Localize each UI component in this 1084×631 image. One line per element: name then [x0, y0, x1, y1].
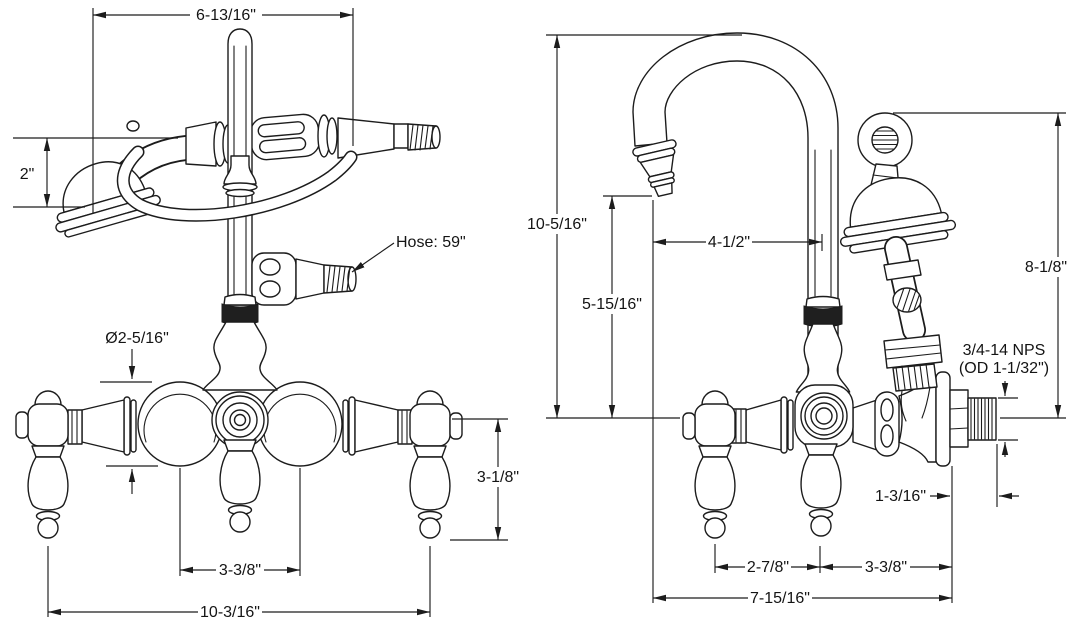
- dim-handle-drop: 3-1/8": [477, 469, 519, 486]
- diverter-handle-front: [219, 439, 261, 533]
- hose-outlet-front: [251, 252, 357, 306]
- hot-handle-front: [27, 445, 69, 539]
- dim-thread-spec: 3/4-14 NPS: [963, 342, 1046, 359]
- diverter-button: [126, 120, 140, 132]
- dim-sprayer-head-height: 2": [20, 166, 35, 183]
- front-view-dimensions: 6-13/16" 2" Hose: 59" Ø2-5/16" 3-1/8" 3-…: [13, 5, 522, 622]
- handle-side: [694, 445, 736, 539]
- dim-overall-depth: 7-15/16": [750, 590, 810, 607]
- dim-handle-to-wall: 3-3/8": [865, 559, 907, 576]
- dim-thread-od: (OD 1-1/32"): [959, 360, 1049, 377]
- dim-body-diameter: Ø2-5/16": [105, 330, 169, 347]
- riser-pipe-front: [222, 28, 258, 306]
- cold-handle-front: [409, 445, 451, 539]
- dim-handle-spacing: 2-7/8": [747, 559, 789, 576]
- dim-spout-clearance: 5-15/16": [582, 296, 642, 313]
- wall-flange: [935, 371, 951, 467]
- valve-boss-side: [794, 384, 854, 448]
- dim-sprayer-height: 8-1/8": [1025, 259, 1067, 276]
- dim-nipple-length: 1-3/16": [875, 488, 926, 505]
- side-view-artwork: [632, 32, 997, 539]
- dim-hose-length: Hose: 59": [396, 234, 466, 251]
- faucet-body-front: [15, 321, 463, 467]
- hose-coupling-nut: [883, 334, 943, 369]
- front-view-artwork: [15, 28, 463, 539]
- diverter-handle-side: [800, 443, 842, 537]
- sprayer-cradle: [116, 145, 358, 222]
- wall-union-side: [852, 371, 997, 467]
- handle-port-side: [682, 390, 794, 454]
- dim-union-spacing: 3-3/8": [219, 562, 261, 579]
- hose-nut: [337, 117, 395, 159]
- dim-cradle-width: 6-13/16": [196, 7, 256, 24]
- dim-spout-reach: 4-1/2": [708, 234, 750, 251]
- hand-sprayer-side: [839, 112, 957, 422]
- dim-overall-width: 10-3/16": [200, 604, 260, 621]
- side-view-dimensions: 10-5/16" 5-15/16" 4-1/2" 8-1/8" 3/4-14 N…: [524, 34, 1069, 608]
- dim-spout-height: 10-5/16": [527, 216, 587, 233]
